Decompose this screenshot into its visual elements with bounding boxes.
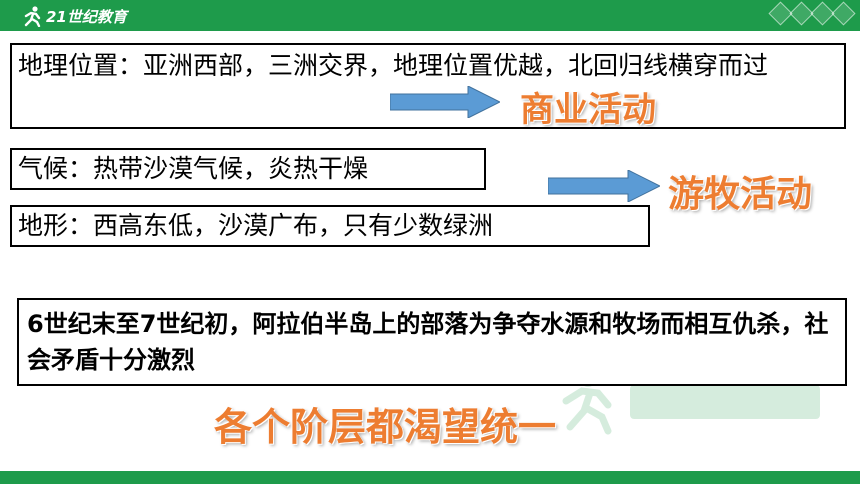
- climate-text: 气候：热带沙漠气候，炎热干燥: [18, 154, 369, 183]
- header-decoration: [768, 1, 856, 26]
- arrow-right-icon: [390, 86, 500, 118]
- nomad-activity-label: 游牧活动: [668, 174, 813, 215]
- runner-logo-icon: [24, 6, 41, 27]
- footer-bar: [0, 471, 860, 484]
- terrain-text: 地形：西高东低，沙漠广布，只有少数绿洲: [18, 211, 494, 240]
- climate-box: 气候：热带沙漠气候，炎热干燥: [10, 148, 486, 190]
- logo: 21世纪教育: [22, 4, 127, 28]
- logo-text: 21世纪教育: [46, 7, 127, 26]
- arrow-right-icon: [548, 170, 660, 202]
- header-bar: 21世纪教育: [0, 0, 860, 31]
- geo-location-box: 地理位置：亚洲西部，三洲交界，地理位置优越，北回归线横穿而过: [10, 43, 846, 129]
- history-text: 6世纪末至7世纪初，阿拉伯半岛上的部落为争夺水源和牧场而相互仇杀，社会矛盾十分激…: [27, 310, 829, 374]
- unification-label: 各个阶层都渴望统一: [214, 405, 557, 449]
- terrain-box: 地形：西高东低，沙漠广布，只有少数绿洲: [10, 205, 650, 247]
- geo-location-text: 地理位置：亚洲西部，三洲交界，地理位置优越，北回归线横穿而过: [18, 51, 769, 80]
- commerce-activity-label: 商业活动: [520, 90, 656, 130]
- history-box: 6世纪末至7世纪初，阿拉伯半岛上的部落为争夺水源和牧场而相互仇杀，社会矛盾十分激…: [17, 298, 847, 386]
